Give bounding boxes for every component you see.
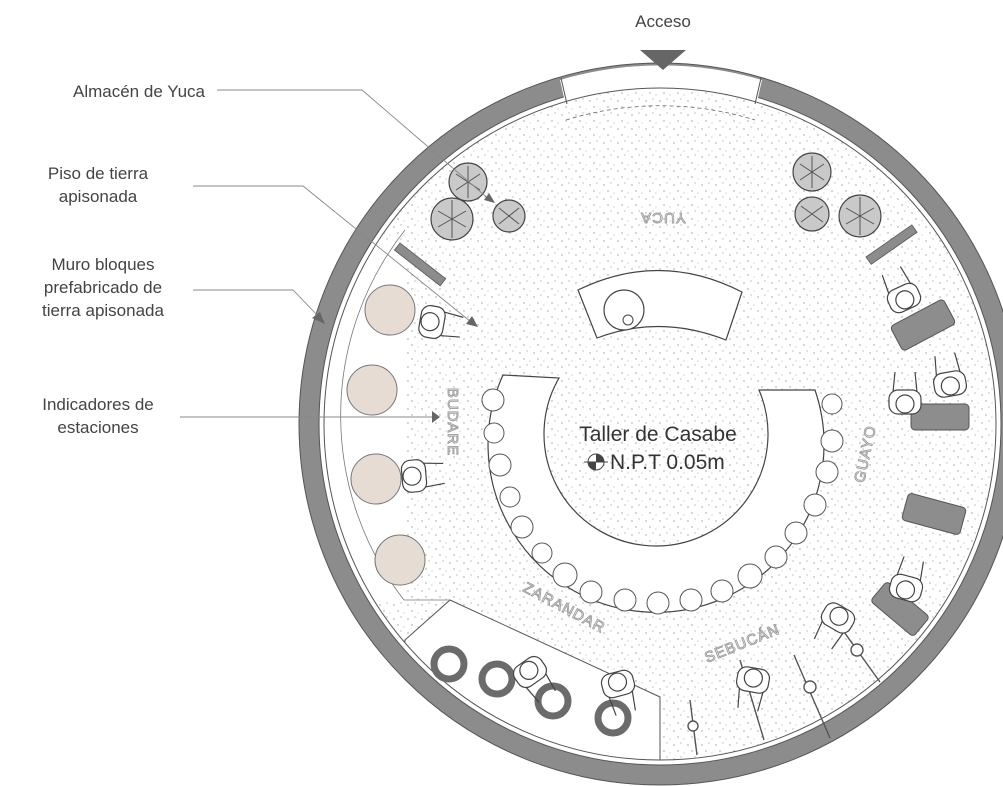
label-floor-2: apisonada	[59, 187, 138, 206]
label-access: Acceso	[635, 12, 691, 31]
access-arrow-icon	[640, 50, 686, 70]
label-wall-2: prefabricado de	[44, 278, 162, 297]
label-indicators-2: estaciones	[57, 418, 138, 437]
central-counter	[487, 374, 825, 613]
arrowhead-icon	[466, 316, 478, 327]
label-floor-1: Piso de tierra	[48, 164, 149, 183]
center-level: N.P.T 0.05m	[610, 451, 725, 474]
workers	[400, 266, 968, 716]
budare-discs	[346, 284, 426, 586]
label-yuca-store: Almacén de Yuca	[73, 82, 206, 101]
label-indicators-1: Indicadores de	[42, 395, 154, 414]
access-opening	[560, 65, 762, 102]
arrowhead-icon	[312, 312, 325, 324]
leader-lines	[180, 89, 491, 418]
yuca-store-wall-left	[393, 242, 447, 287]
yuca-store-wall-right	[865, 224, 918, 265]
arrowhead-icon	[484, 193, 495, 203]
station-indicator-icon	[432, 411, 440, 423]
station-yuca: YUCA	[640, 209, 686, 226]
level-marker-icon	[584, 453, 608, 471]
label-wall-3: tierra apisonada	[42, 301, 164, 320]
label-wall-1: Muro bloques	[51, 255, 154, 274]
guayo-boards	[871, 299, 970, 636]
station-budare: BUDARE	[444, 388, 461, 457]
center-title: Taller de Casabe	[579, 423, 737, 446]
stools	[481, 388, 844, 615]
